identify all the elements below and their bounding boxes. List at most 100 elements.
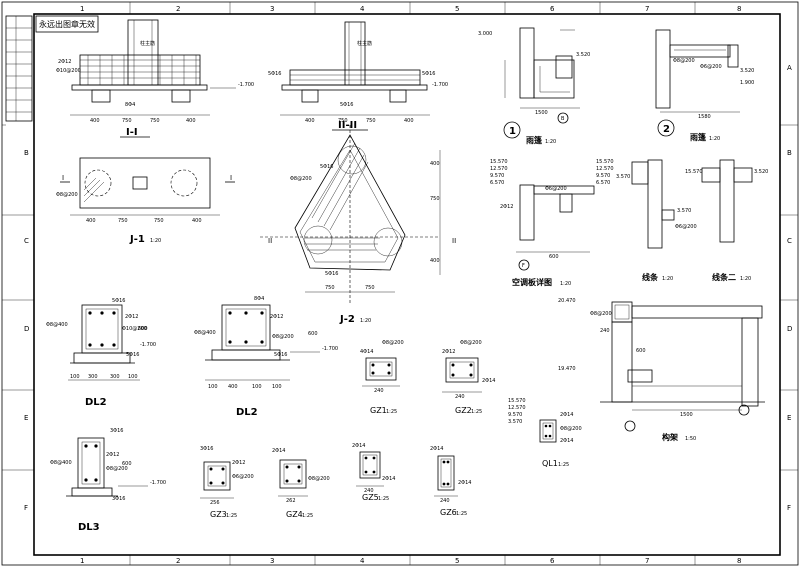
canopy2-elev-top: 3.520 [740, 68, 754, 74]
grid-row-f: F [24, 504, 28, 512]
j1-dim-400-left: 400 [86, 218, 96, 224]
line1-elev-4: 6.570 [596, 180, 610, 186]
s11-dim-400-right: 400 [186, 118, 196, 124]
gz1-dim-width: 240 [374, 388, 384, 394]
column-gz2: 2Φ12 Φ8@200 2Φ14 240 GZ2 1:25 [442, 340, 495, 415]
grid-col-4-bottom: 4 [360, 557, 365, 565]
gz3-rebar-stirrup: Φ6@200 [232, 474, 254, 480]
s11-rebar-2712: 2Φ12 [58, 59, 71, 65]
s22-dim-400-left: 400 [305, 118, 315, 124]
s11-rebar-label: 8Φ4 [125, 102, 135, 108]
dl2b-dim-100-mid: 100 [252, 384, 262, 390]
gz6-rebar-bottom: 2Φ14 [458, 480, 471, 486]
ac-scale: 1:20 [560, 281, 571, 287]
canopy2-rebar-2: Φ6@200 [700, 64, 722, 70]
j2-scale: 1:20 [360, 318, 371, 324]
gz4-rebar-stirrup: Φ8@200 [308, 476, 330, 482]
ql1-elev-3: 9.570 [508, 412, 522, 418]
j2-dim-v2: 750 [430, 196, 440, 202]
line1-elev-3: 9.570 [596, 173, 610, 179]
s22-column-label: 柱主筋 [357, 40, 372, 47]
line2-elev-right: 3.520 [754, 169, 768, 175]
grid-col-8-bottom: 8 [737, 557, 741, 565]
line2-elev-left: 15.570 [685, 169, 703, 175]
gz2-rebar-1: 2Φ12 [442, 349, 455, 355]
dl2b-dim-600: 600 [308, 331, 318, 337]
grid-col-4: 4 [360, 5, 365, 13]
canopy1-elev-top: 3.000 [478, 31, 492, 37]
gz4-title: GZ4 [286, 510, 303, 519]
column-gz4: 2Φ14 Φ8@200 262 GZ4 1:25 [272, 448, 330, 519]
dl2a-rebar-bottom: 5Φ16 [126, 352, 139, 358]
frame-rebar-1: Φ8@200 [590, 311, 612, 317]
grid-rows: B C D E F A B C D E F [2, 64, 798, 512]
j2-cut-right: II [452, 237, 456, 245]
s22-rebar-bottom: 5Φ16 [340, 102, 353, 108]
sheet-inner-border [33, 13, 781, 556]
beam-dl2-left: 5Φ16 2Φ12 Φ8@400 Φ10@200 5Φ16 -1.700 100… [46, 298, 156, 408]
dl3-rebar-8200: Φ8@200 [106, 466, 128, 472]
dl2b-rebar-8200: Φ8@200 [272, 334, 294, 340]
s22-dim-750-left: 750 [338, 118, 348, 124]
dl3-rebar-side: 2Φ12 [106, 452, 119, 458]
grid-row-b: B [24, 149, 29, 157]
grid-col-6: 6 [550, 5, 555, 13]
grid-col-1: 1 [80, 5, 84, 13]
gz4-dim-width: 262 [286, 498, 296, 504]
s11-elev: -1.700 [238, 82, 254, 88]
left-title-strip [5, 15, 33, 122]
dl2a-dim-100-left: 100 [70, 374, 80, 380]
canopy1-number: 1 [509, 126, 516, 137]
dl2a-dim-300-left: 300 [88, 374, 98, 380]
frame-dim-240: 240 [600, 328, 610, 334]
j2-rebar-bottom: 5Φ16 [325, 271, 338, 277]
s11-dim-750-left: 750 [122, 118, 132, 124]
j1-scale: 1:20 [150, 238, 161, 244]
grid-col-2-bottom: 2 [176, 557, 180, 565]
grid-col-2: 2 [176, 5, 180, 13]
s11-dim-750-right: 750 [150, 118, 160, 124]
line1-scale: 1:20 [662, 276, 673, 282]
s22-rebar-right: 5Φ16 [422, 71, 435, 77]
gz3-title: GZ3 [210, 510, 227, 519]
line1-rebar: Φ6@200 [675, 224, 697, 230]
gz5-title: GZ5 [362, 493, 379, 502]
j1-cut-left: I [62, 174, 64, 182]
line1-elev-1: 15.570 [596, 159, 614, 165]
ac-title: 空调板详图 [512, 277, 552, 287]
j2-rebar-left: Φ8@200 [290, 176, 312, 182]
frame-scale: 1:50 [685, 436, 696, 442]
s22-dim-400-right: 400 [404, 118, 414, 124]
dl3-rebar-stirrup: Φ8@400 [50, 460, 72, 466]
frame-dim-600: 600 [636, 348, 646, 354]
dl3-title: DL3 [78, 522, 100, 533]
gz3-rebar-side: 2Φ12 [232, 460, 245, 466]
dl2a-title: DL2 [85, 397, 107, 408]
gz2-rebar-3: 2Φ14 [482, 378, 495, 384]
gz3-scale: 1:25 [226, 513, 237, 519]
ql1-rebar-bottom: 2Φ14 [560, 438, 573, 444]
dl2a-rebar-top: 5Φ16 [112, 298, 125, 304]
grid-row-d-right: D [787, 325, 792, 333]
gz4-rebar-top: 2Φ14 [272, 448, 285, 454]
j1-title: J-1 [129, 234, 145, 245]
s11-dim-400-left: 400 [90, 118, 100, 124]
grid-col-7-bottom: 7 [645, 557, 649, 565]
s11-rebar-10200: Φ10@200 [56, 68, 81, 74]
line1-elev-right: 3.570 [616, 174, 630, 180]
stamp-box: 永远出图章无效 [35, 15, 99, 33]
line2-scale: 1:20 [740, 276, 751, 282]
gz4-scale: 1:25 [302, 513, 313, 519]
gz6-title: GZ6 [440, 508, 457, 517]
ql1-elev-4: 3.570 [508, 419, 522, 425]
j1-rebar: Φ8@200 [56, 192, 78, 198]
gz3-dim-width: 256 [210, 500, 220, 506]
beam-dl3: 3Φ16 2Φ12 Φ8@400 Φ8@200 3Φ16 -1.700 600 … [50, 428, 166, 533]
j2-dim-v1: 400 [430, 161, 440, 167]
ql1-elev-1: 15.570 [508, 398, 526, 404]
canopy2-number: 2 [663, 124, 670, 135]
grid-col-7: 7 [645, 5, 649, 13]
line1-title: 线条 [642, 272, 659, 282]
s22-title: II-II [338, 120, 357, 131]
section-1-1: 400 750 750 400 8Φ4 柱主筋 2Φ12 Φ10@200 -1.… [56, 19, 254, 138]
